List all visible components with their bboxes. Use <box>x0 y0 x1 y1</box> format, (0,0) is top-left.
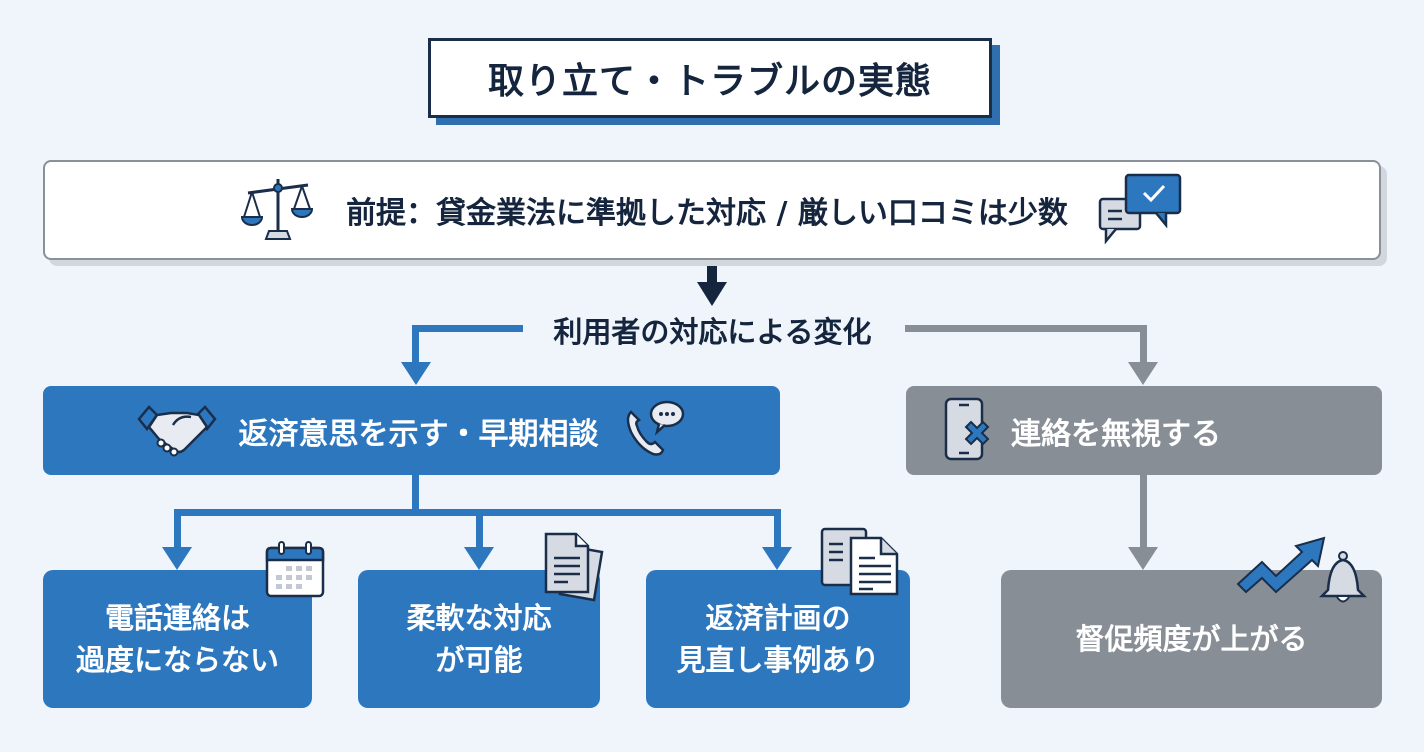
positive-branch-label: 返済意思を示す・早期相談 <box>238 416 599 452</box>
premise-text: 前提：貸金業法に準拠した対応 / 厳しい口コミは少数 <box>346 196 1068 231</box>
outcome-box-3: 返済計画の 見直し事例あり <box>646 570 910 708</box>
negative-outcome-text: 督促頻度が上がる <box>1075 621 1308 656</box>
outcome-text-3: 返済計画の 見直し事例あり <box>676 600 880 677</box>
chat-check-icon <box>1096 171 1186 249</box>
documents-icon <box>819 526 901 602</box>
trend-up-icon <box>1236 532 1328 606</box>
outcome-text-2: 柔軟な対応 が可能 <box>406 600 552 677</box>
phone-x-icon <box>943 396 997 466</box>
calendar-icon <box>264 540 326 604</box>
main-down-arrow <box>697 262 727 306</box>
scales-icon <box>238 173 318 247</box>
page-title: 取り立て・トラブルの実態 <box>487 61 932 102</box>
negative-outcome-connector <box>1128 475 1158 570</box>
phone-chat-icon <box>621 398 687 464</box>
document-icon <box>542 530 608 606</box>
outcome-text-1: 電話連絡は 過度にならない <box>75 600 279 677</box>
negative-outcome-box: 督促頻度が上がる <box>1001 570 1382 708</box>
handshake-icon <box>136 401 217 461</box>
branch-label: 利用者の対応による変化 <box>553 315 872 349</box>
outcome-tree-connector <box>162 475 792 570</box>
premise-box: 前提：貸金業法に準拠した対応 / 厳しい口コミは少数 <box>43 160 1381 260</box>
negative-branch-box: 連絡を無視する <box>906 386 1382 475</box>
positive-branch-box: 返済意思を示す・早期相談 <box>43 386 780 475</box>
title-box: 取り立て・トラブルの実態 <box>428 38 992 118</box>
bell-icon <box>1318 550 1368 612</box>
negative-branch-connector <box>905 325 1158 385</box>
negative-branch-label: 連絡を無視する <box>1011 416 1221 452</box>
positive-branch-connector <box>401 325 523 385</box>
